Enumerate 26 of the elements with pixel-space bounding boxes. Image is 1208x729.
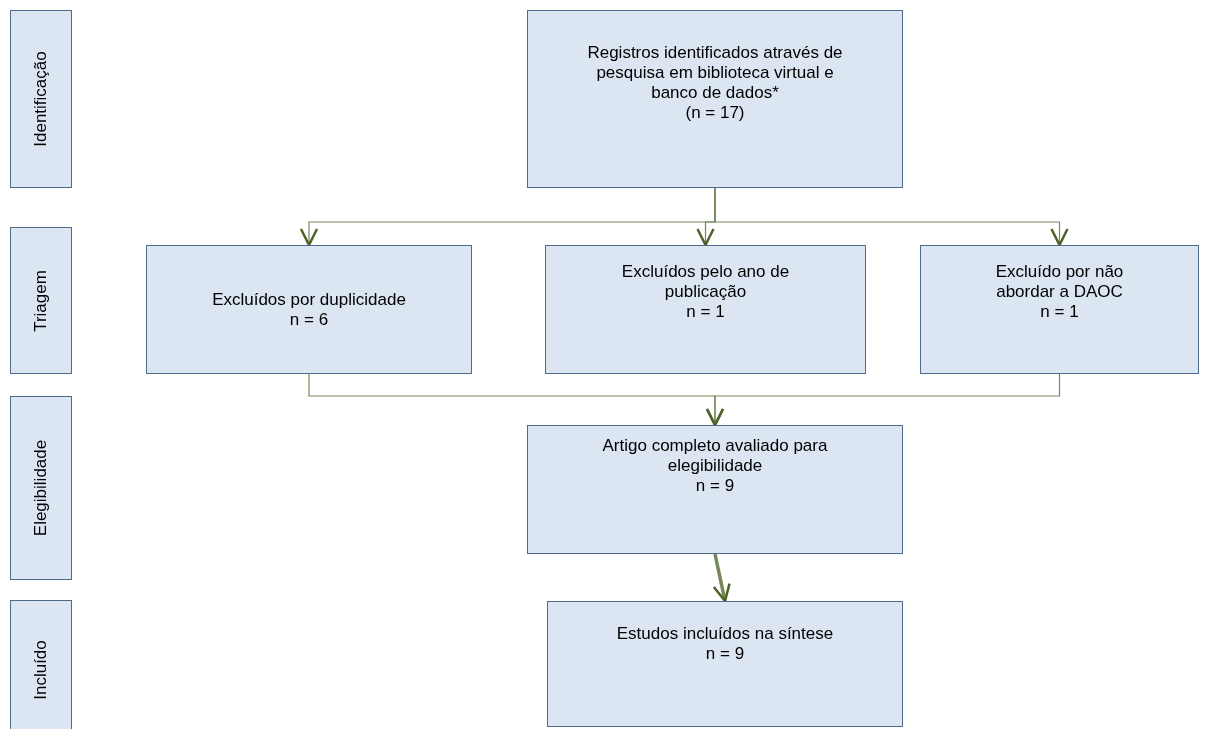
box-text: n = 1: [1040, 302, 1079, 322]
arrow: [714, 187, 1069, 247]
process-box: [527, 10, 903, 188]
arrow: [712, 553, 731, 603]
box-text: (n = 17): [685, 103, 745, 123]
process-box: [545, 245, 866, 374]
stage-bar: [10, 600, 72, 729]
box-text: Excluídos por duplicidade: [212, 289, 406, 310]
stage-label: Elegibilidade: [31, 439, 51, 537]
stage-label: Incluído: [31, 640, 51, 700]
process-box: [547, 601, 903, 727]
box-text: n = 9: [695, 476, 735, 496]
stage-label: Identificação: [31, 51, 51, 147]
process-box: [146, 245, 472, 374]
stage-bar: [10, 10, 72, 188]
stage-bar: [10, 227, 72, 374]
arrow: [705, 373, 1061, 427]
box-text: Estudos incluídos na síntese: [616, 624, 834, 644]
process-box: [527, 425, 903, 554]
box-text: Registros identificados através de pesquisa em biblioteca virtual e banco de dados*: [586, 43, 844, 103]
process-box: [920, 245, 1199, 374]
box-text: n = 6: [289, 309, 329, 330]
box-text: n = 1: [686, 302, 725, 322]
stage-label: Triagem: [31, 269, 51, 332]
stage-bar: [10, 396, 72, 580]
box-text: n = 9: [705, 644, 745, 664]
